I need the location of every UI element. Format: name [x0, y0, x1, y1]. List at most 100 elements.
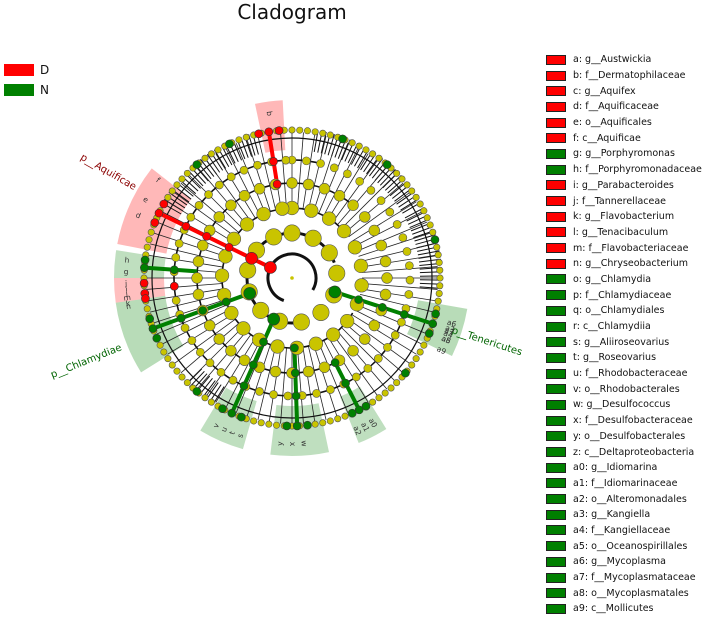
- key-item-u: u: f__Rhodobacteraceae: [546, 366, 702, 382]
- clade-node: [217, 368, 225, 376]
- key-item-k: k: g__Flavobacterium: [546, 209, 702, 225]
- leaf-node: [184, 170, 190, 176]
- key-item-a8: a8: o__Mycoplasmatales: [546, 585, 702, 601]
- key-item-s: s: g__Aliiroseovarius: [546, 334, 702, 350]
- clade-node: [376, 240, 387, 251]
- key-label-j: j: f__Tannerellaceae: [573, 196, 666, 207]
- key-swatch-a1: [546, 478, 566, 488]
- highlight-node: [193, 387, 201, 395]
- clade-node: [399, 234, 407, 242]
- clade-node: [215, 181, 223, 189]
- clade-node: [367, 186, 375, 194]
- key-label-a: a: g__Austwickia: [573, 54, 651, 65]
- key-swatch-c: [546, 86, 566, 96]
- clade-label-tenericutes: p__Tenericutes: [450, 325, 523, 358]
- key-item-w: w: g__Desulfococcus: [546, 397, 702, 413]
- key-label-w: w: g__Desulfococcus: [573, 399, 670, 410]
- key-swatch-a: [546, 55, 566, 65]
- highlight-node: [283, 422, 291, 430]
- highlight-node: [331, 359, 339, 367]
- leaf-node: [174, 182, 180, 188]
- clade-node: [393, 220, 401, 228]
- clade-node: [313, 389, 321, 397]
- highlight-node: [228, 409, 236, 417]
- clade-node: [187, 213, 195, 221]
- clade-node: [196, 348, 204, 356]
- highlight-node: [260, 338, 268, 346]
- leaf-node: [376, 395, 382, 401]
- highlight-node: [240, 382, 248, 390]
- clade-node: [240, 166, 248, 174]
- highlight-node: [355, 296, 363, 304]
- clade-node: [227, 173, 235, 181]
- key-swatch-a0: [546, 463, 566, 473]
- key-item-l: l: g__Tenacibaculum: [546, 225, 702, 241]
- key-swatch-h: [546, 165, 566, 175]
- clade-node: [305, 230, 321, 246]
- key-item-b: b: f__Dermatophilaceae: [546, 68, 702, 84]
- key-label-s: s: g__Aliiroseovarius: [573, 337, 669, 348]
- highlight-node: [292, 392, 300, 400]
- key-swatch-s: [546, 337, 566, 347]
- key-swatch-z: [546, 447, 566, 457]
- clade-node: [369, 225, 380, 236]
- highlight-node: [170, 282, 178, 290]
- clade-node: [303, 179, 314, 190]
- clade-node: [403, 247, 411, 255]
- key-item-f: f: c__Aquificae: [546, 130, 702, 146]
- key-swatch-m: [546, 243, 566, 253]
- highlight-node: [339, 135, 347, 143]
- clade-node: [364, 364, 372, 372]
- leaf-node: [393, 379, 399, 385]
- clade-node: [391, 331, 399, 339]
- leaf-node: [409, 188, 415, 194]
- leaf-node: [409, 362, 415, 368]
- key-label-a5: a5: o__Oceanospirillales: [573, 541, 687, 552]
- clade-node: [188, 337, 196, 345]
- highlight-node: [362, 402, 370, 410]
- clade-label-chlamydiae: p__Chlamydiae: [49, 342, 123, 381]
- key-label-a3: a3: g__Kangiella: [573, 509, 650, 520]
- key-label-o: o: g__Chlamydia: [573, 274, 651, 285]
- key-swatch-a9: [546, 604, 566, 614]
- leaf-node: [202, 155, 208, 161]
- leaf-node: [215, 147, 221, 153]
- highlight-node: [160, 200, 168, 208]
- clade-node: [175, 240, 183, 248]
- clade-node: [321, 245, 337, 261]
- highlight-node: [303, 421, 311, 429]
- highlight-node: [146, 315, 154, 323]
- clade-node: [304, 204, 318, 218]
- clade-node: [348, 345, 359, 356]
- key-label-a9: a9: c__Mollicutes: [573, 603, 654, 614]
- highlight-node: [383, 161, 391, 169]
- leaf-node: [342, 413, 348, 419]
- leaf-node: [399, 176, 405, 182]
- clade-node: [275, 202, 289, 216]
- clade-node: [354, 259, 368, 273]
- key-swatch-r: [546, 322, 566, 332]
- clade-node: [309, 337, 323, 351]
- clade-shade-porphyromonadaceae: [114, 250, 166, 278]
- leaf-node: [161, 349, 167, 355]
- clade-node: [239, 355, 250, 366]
- clade-node: [334, 190, 345, 201]
- clade-node: [219, 250, 233, 264]
- key-swatch-a3: [546, 510, 566, 520]
- key-item-a7: a7: f__Mycoplasmataceae: [546, 570, 702, 586]
- leaf-node: [417, 201, 423, 207]
- clade-node: [229, 376, 237, 384]
- key-label-a4: a4: f__Kangiellaceae: [573, 525, 670, 536]
- clade-node: [303, 366, 314, 377]
- key-item-y: y: o__Desulfobacterales: [546, 429, 702, 445]
- key-item-d: d: f__Aquificaceae: [546, 99, 702, 115]
- clade-node: [317, 160, 325, 168]
- highlight-node: [151, 219, 159, 227]
- branch: [352, 202, 417, 242]
- key-item-x: x: f__Desulfobacteraceae: [546, 413, 702, 429]
- leaf-node: [427, 222, 433, 228]
- highlight-node: [140, 279, 148, 287]
- key-swatch-l: [546, 227, 566, 237]
- clade-node: [397, 318, 405, 326]
- highlight-node: [225, 140, 233, 148]
